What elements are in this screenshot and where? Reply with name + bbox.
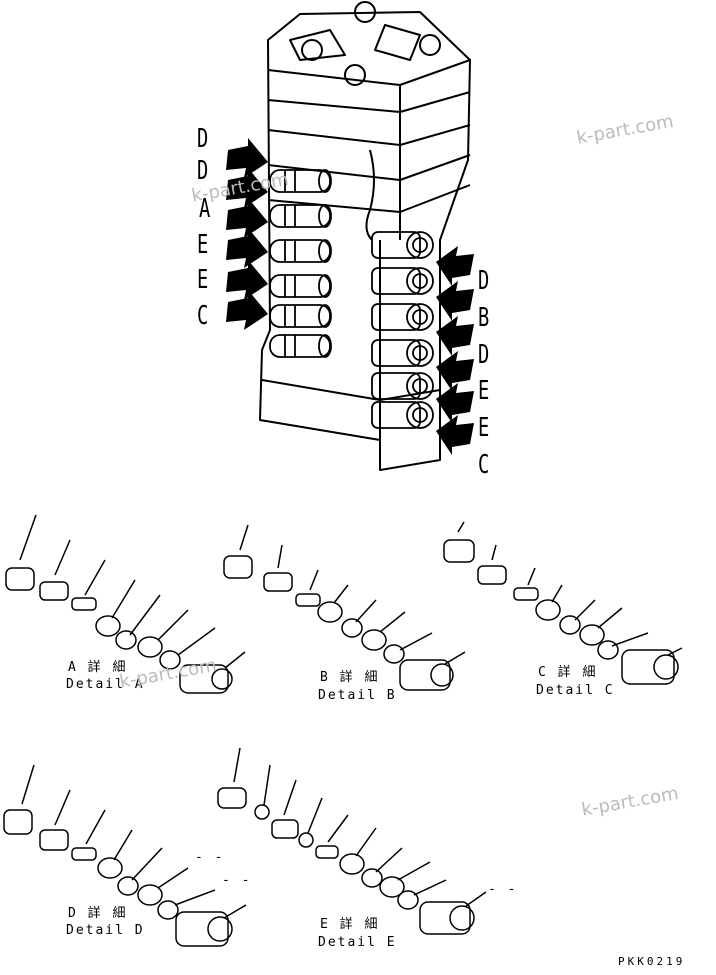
callout-left-6: C: [197, 301, 209, 331]
left-spools: [269, 169, 332, 358]
callout-left-4: E: [197, 230, 209, 260]
detail-d-caption-jp: D 詳 細: [68, 906, 128, 921]
callout-right-4: E: [478, 376, 490, 406]
detail-b-caption-jp: B 詳 細: [320, 670, 380, 685]
detail-c-caption-jp: C 詳 細: [538, 665, 598, 680]
detail-e-caption-jp: E 詳 細: [320, 917, 380, 932]
detail-d-parts: [3, 764, 247, 947]
detail-c-caption-en: Detail C: [536, 683, 615, 698]
detail-a-caption-jp: A 詳 細: [68, 660, 128, 675]
callout-left-1: D: [197, 124, 209, 154]
detail-b-parts: [223, 524, 466, 691]
control-valve-block: [259, 1, 471, 471]
callout-right-1: D: [478, 266, 490, 296]
right-plugs: [371, 231, 434, 429]
detail-d-caption-en: Detail D: [66, 923, 145, 938]
callout-right-3: D: [478, 340, 490, 370]
callout-right-6: C: [478, 450, 490, 480]
detail-e-parts: [217, 747, 487, 935]
left-arrows: [226, 138, 268, 330]
detail-a-parts: [5, 514, 246, 694]
drawing-code: PKK0219: [618, 955, 686, 968]
right-arrows: [436, 246, 474, 455]
detail-a-caption-en: Detail A: [66, 677, 145, 692]
callout-left-3: A: [199, 194, 211, 224]
reference-dash-1: - -: [195, 850, 225, 865]
reference-dash-2: - -: [222, 873, 252, 888]
detail-b-caption-en: Detail B: [318, 688, 397, 703]
callout-left-2: D: [197, 156, 209, 186]
callout-left-5: E: [197, 265, 209, 295]
reference-dash-3: - -: [488, 882, 518, 897]
detail-c-parts: [443, 521, 683, 685]
callout-right-2: B: [478, 303, 490, 333]
detail-e-caption-en: Detail E: [318, 935, 397, 950]
callout-right-5: E: [478, 413, 490, 443]
